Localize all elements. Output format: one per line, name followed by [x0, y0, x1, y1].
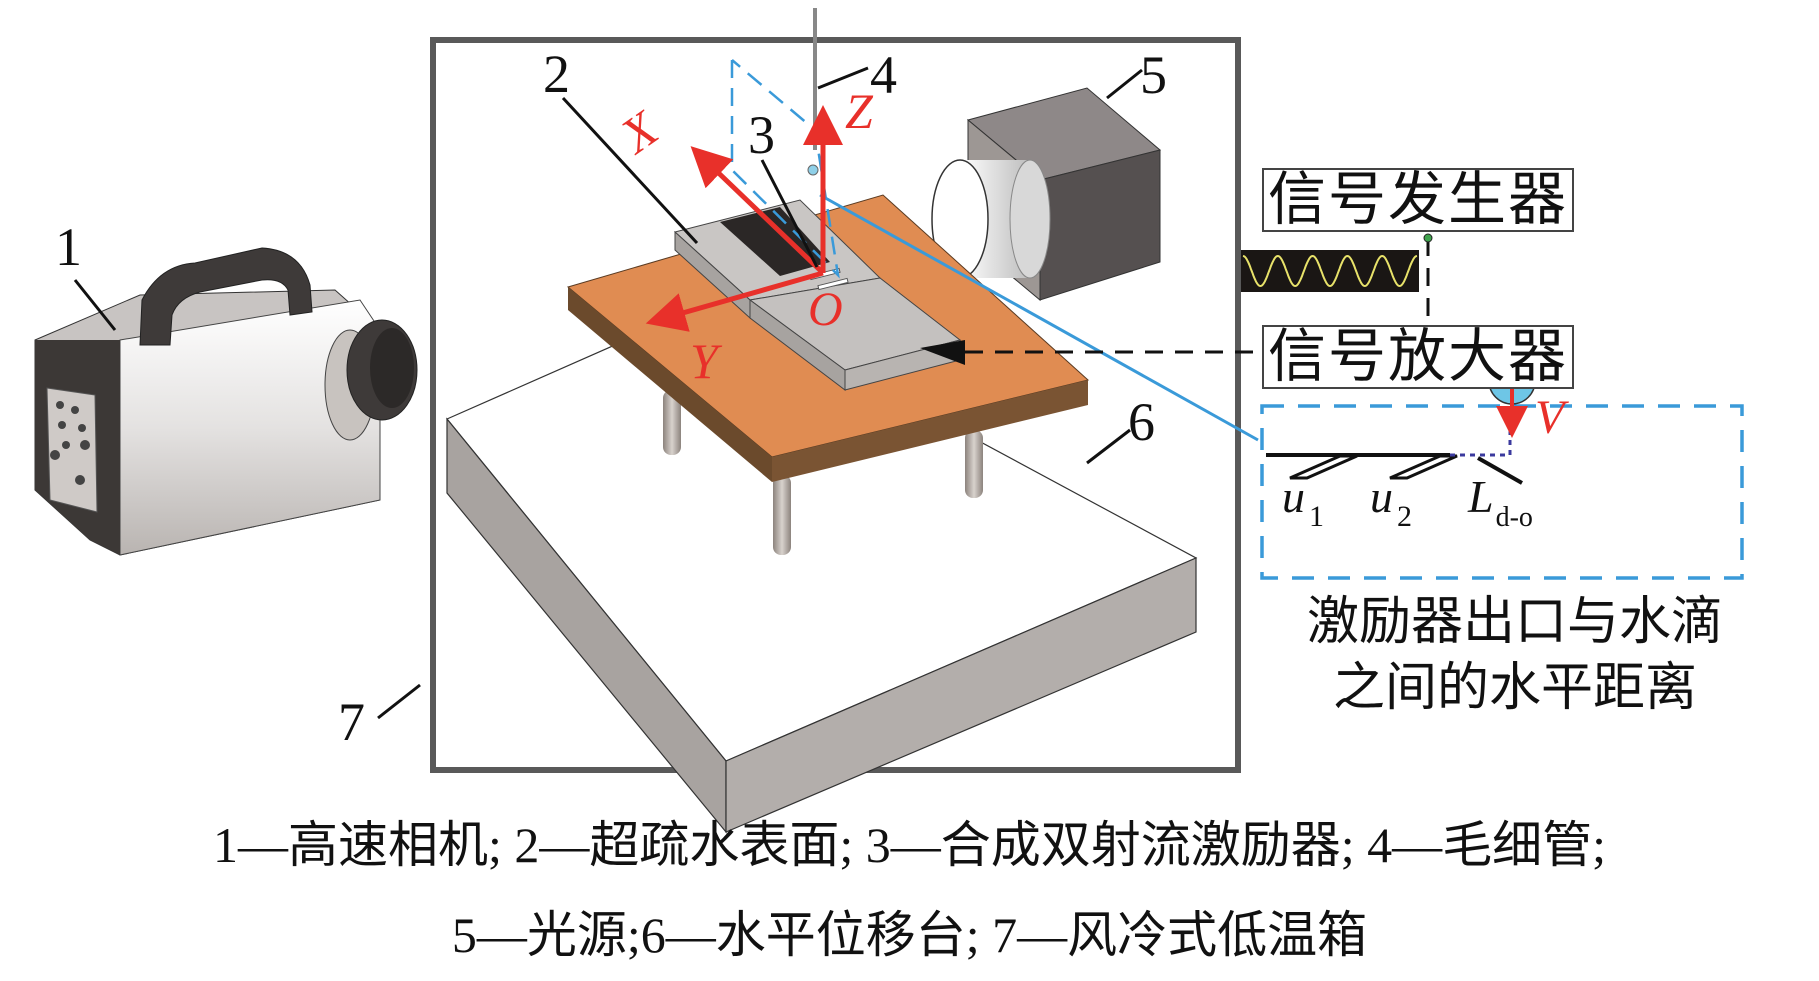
inset-leader-line [819, 193, 1259, 442]
water-droplet [807, 164, 819, 176]
waveform-display [1241, 250, 1419, 292]
velocity-label: V [1535, 391, 1569, 444]
detail-inset-box [1260, 404, 1744, 580]
label-1-camera: 1 [55, 217, 82, 277]
distance-label: Ld-o [1467, 471, 1533, 533]
horizontal-stage-base [446, 299, 1198, 834]
label-5-light: 5 [1140, 45, 1167, 105]
label-4-capillary: 4 [870, 45, 897, 105]
signal-generator-box: 信号发生器 [1262, 168, 1575, 232]
axis-label-x: X [609, 99, 670, 165]
inset-note-line1: 激励器出口与水滴 [1306, 594, 1723, 651]
connector-dot [1423, 233, 1433, 243]
label-6-stage: 6 [1128, 392, 1155, 452]
figure-caption-line2: 5—光源;6—水平位移台; 7—风冷式低温箱 [451, 907, 1368, 963]
high-speed-camera [34, 247, 418, 556]
stage-legs [663, 390, 983, 555]
light-source [931, 87, 1162, 302]
actuator-assembly [673, 199, 965, 392]
axis-label-origin: O [808, 283, 843, 336]
signal-amplifier-box: 信号放大器 [1262, 325, 1575, 389]
coordinate-axes [645, 105, 843, 332]
axis-label-z: Z [845, 83, 874, 139]
figure-caption-line1: 1—高速相机; 2—超疏水表面; 3—合成双射流激励器; 4—毛细管; [212, 817, 1607, 873]
label-7-chamber: 7 [338, 692, 365, 752]
projection-plane [730, 59, 840, 279]
inset-note: 激励器出口与水滴 之间的水平距离 [1255, 590, 1775, 722]
inset-note-line2: 之间的水平距离 [1332, 660, 1697, 717]
axis-label-y: Y [690, 333, 723, 389]
leader-lines [73, 66, 1143, 720]
label-3-actuator: 3 [748, 105, 775, 165]
label-2-surface: 2 [543, 44, 570, 104]
